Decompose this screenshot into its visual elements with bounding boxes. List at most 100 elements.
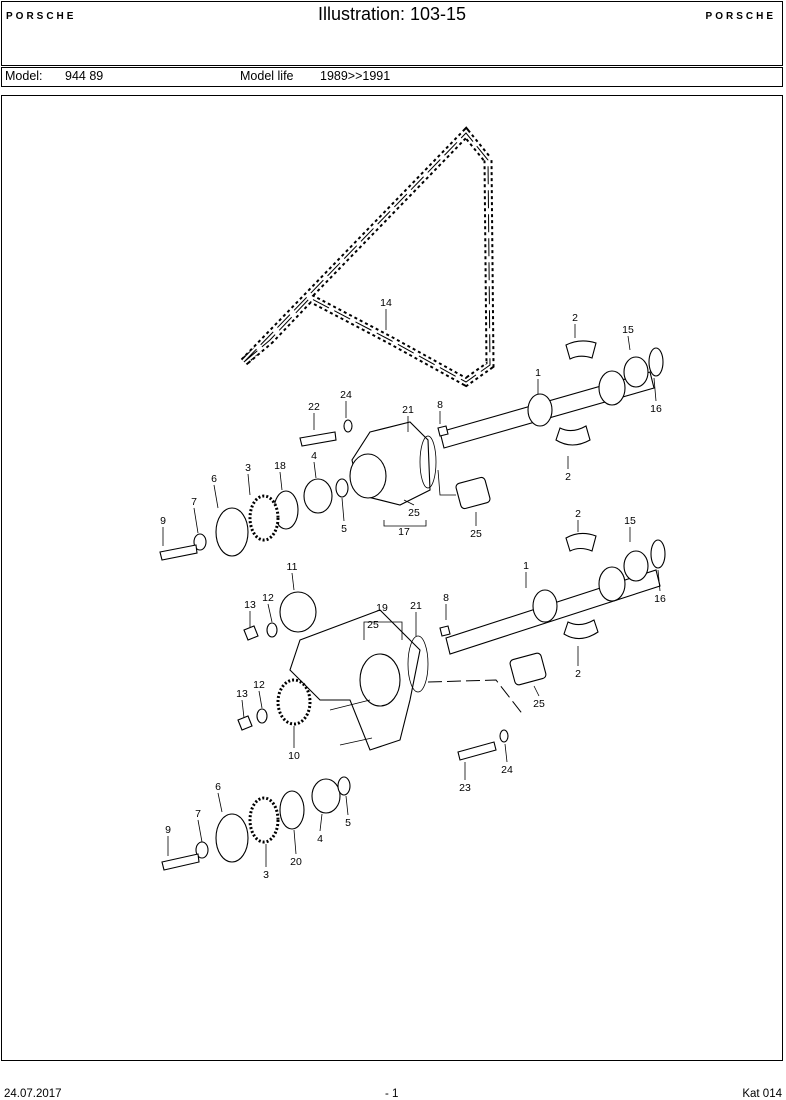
callout-label-3: 3 bbox=[263, 869, 269, 881]
callout-label-5: 5 bbox=[341, 523, 347, 535]
callout-label-25: 25 bbox=[533, 698, 545, 710]
model-bar: Model: 944 89 Model life 1989>>1991 bbox=[1, 67, 783, 87]
callout-label-12: 12 bbox=[253, 679, 265, 691]
cam-lobe bbox=[527, 393, 553, 427]
footer-date: 24.07.2017 bbox=[4, 1088, 62, 1100]
camshaft-end bbox=[623, 356, 649, 388]
callout-leader-line bbox=[533, 685, 540, 697]
nut-13 bbox=[243, 625, 259, 641]
callout-label-20: 20 bbox=[290, 856, 302, 868]
cam-lobe bbox=[598, 566, 626, 602]
leader-line bbox=[437, 469, 456, 496]
callout-leader-line bbox=[653, 377, 657, 402]
callout-label-5: 5 bbox=[345, 817, 351, 829]
callout-label-10: 10 bbox=[288, 750, 300, 762]
nut-13 bbox=[237, 715, 253, 731]
callout-label-9: 9 bbox=[165, 824, 171, 836]
bracket-bore bbox=[359, 653, 401, 707]
callout-leader-line bbox=[247, 473, 251, 496]
cam-lobe bbox=[598, 370, 626, 406]
bushing-25 bbox=[455, 476, 491, 510]
model-label: Model: bbox=[5, 69, 43, 83]
callout-label-23: 23 bbox=[459, 782, 471, 794]
bearing-shell bbox=[563, 619, 599, 640]
model-value: 944 89 bbox=[65, 69, 104, 83]
seal-4 bbox=[311, 778, 341, 814]
callout-leader-line bbox=[657, 569, 661, 592]
callout-leader-line bbox=[341, 497, 345, 522]
callout-label-21: 21 bbox=[410, 600, 422, 612]
upper-assembly bbox=[159, 340, 664, 561]
callout-label-2: 2 bbox=[575, 508, 581, 520]
callout-leader-line bbox=[267, 603, 273, 623]
callout-leader-line bbox=[193, 507, 199, 534]
callout-label-13: 13 bbox=[236, 688, 248, 700]
camshaft-end bbox=[623, 550, 649, 582]
flange-6 bbox=[215, 507, 249, 557]
callout-leader-line bbox=[345, 795, 349, 816]
callout-label-11: 11 bbox=[287, 561, 298, 573]
spacer-20 bbox=[279, 790, 305, 830]
housing-seal-ring bbox=[419, 435, 437, 489]
callout-label-13: 13 bbox=[244, 599, 256, 611]
washer-7 bbox=[193, 533, 207, 551]
porsche-logo-right: PORSCHE bbox=[705, 11, 776, 22]
bushing-25 bbox=[509, 652, 547, 686]
idler-pulley-10 bbox=[276, 678, 312, 726]
callout-label-8: 8 bbox=[443, 592, 449, 604]
callout-leader-line bbox=[213, 484, 219, 509]
bolt-9 bbox=[159, 544, 198, 561]
bearing-shell bbox=[555, 425, 591, 446]
woodruff-key-8 bbox=[437, 425, 449, 437]
callout-label-16: 16 bbox=[650, 403, 662, 415]
bearing-shell bbox=[565, 532, 597, 552]
seal-4 bbox=[303, 478, 333, 514]
callout-leader-line bbox=[258, 690, 263, 709]
bolt-23 bbox=[457, 741, 497, 761]
callout-label-2: 2 bbox=[575, 668, 581, 680]
porsche-logo-left: PORSCHE bbox=[6, 11, 77, 22]
housing-bore bbox=[349, 453, 387, 499]
callout-leader-line bbox=[197, 819, 203, 843]
seal-ring-16 bbox=[648, 347, 664, 377]
bolt-9 bbox=[161, 853, 200, 871]
bracket-bolts bbox=[329, 699, 373, 746]
callout-label-4: 4 bbox=[311, 450, 317, 462]
flange-6 bbox=[215, 813, 249, 863]
callout-label-7: 7 bbox=[195, 808, 201, 820]
washer-12 bbox=[256, 708, 268, 724]
callout-label-2: 2 bbox=[572, 312, 578, 324]
callout-leader-line bbox=[627, 335, 631, 351]
callout-label-14: 14 bbox=[380, 297, 392, 309]
callout-leader-line bbox=[291, 572, 295, 591]
footer-catalog: Kat 014 bbox=[742, 1088, 782, 1100]
sprocket-3 bbox=[248, 796, 280, 844]
timing-belt bbox=[240, 126, 495, 388]
footer-page: - 1 bbox=[385, 1088, 399, 1100]
callout-label-15: 15 bbox=[622, 324, 634, 336]
woodruff-key-8 bbox=[439, 625, 451, 637]
callout-label-25: 25 bbox=[408, 507, 420, 519]
diagram-frame bbox=[1, 95, 783, 1061]
washer-12 bbox=[266, 622, 278, 638]
callout-label-2: 2 bbox=[565, 471, 571, 483]
washer-24 bbox=[499, 729, 509, 743]
illustration-title: Illustration: 103-15 bbox=[317, 4, 467, 24]
callout-leader-line bbox=[241, 699, 245, 719]
callout-label-21: 21 bbox=[402, 404, 414, 416]
cam-lobe bbox=[532, 589, 558, 623]
callout-label-19: 19 bbox=[376, 602, 388, 614]
callout-label-1: 1 bbox=[523, 560, 529, 572]
callout-label-7: 7 bbox=[191, 496, 197, 508]
bracket-17 bbox=[383, 520, 427, 527]
tensioner-roller-11 bbox=[279, 591, 317, 633]
bracket-19 bbox=[363, 621, 403, 640]
header-box: PORSCHE Illustration: 103-15 PORSCHE bbox=[1, 1, 783, 66]
bearing-shell bbox=[565, 340, 597, 360]
callout-label-9: 9 bbox=[160, 515, 166, 527]
callout-label-22: 22 bbox=[308, 401, 320, 413]
callout-label-24: 24 bbox=[501, 764, 513, 776]
lower-assembly bbox=[161, 532, 666, 871]
